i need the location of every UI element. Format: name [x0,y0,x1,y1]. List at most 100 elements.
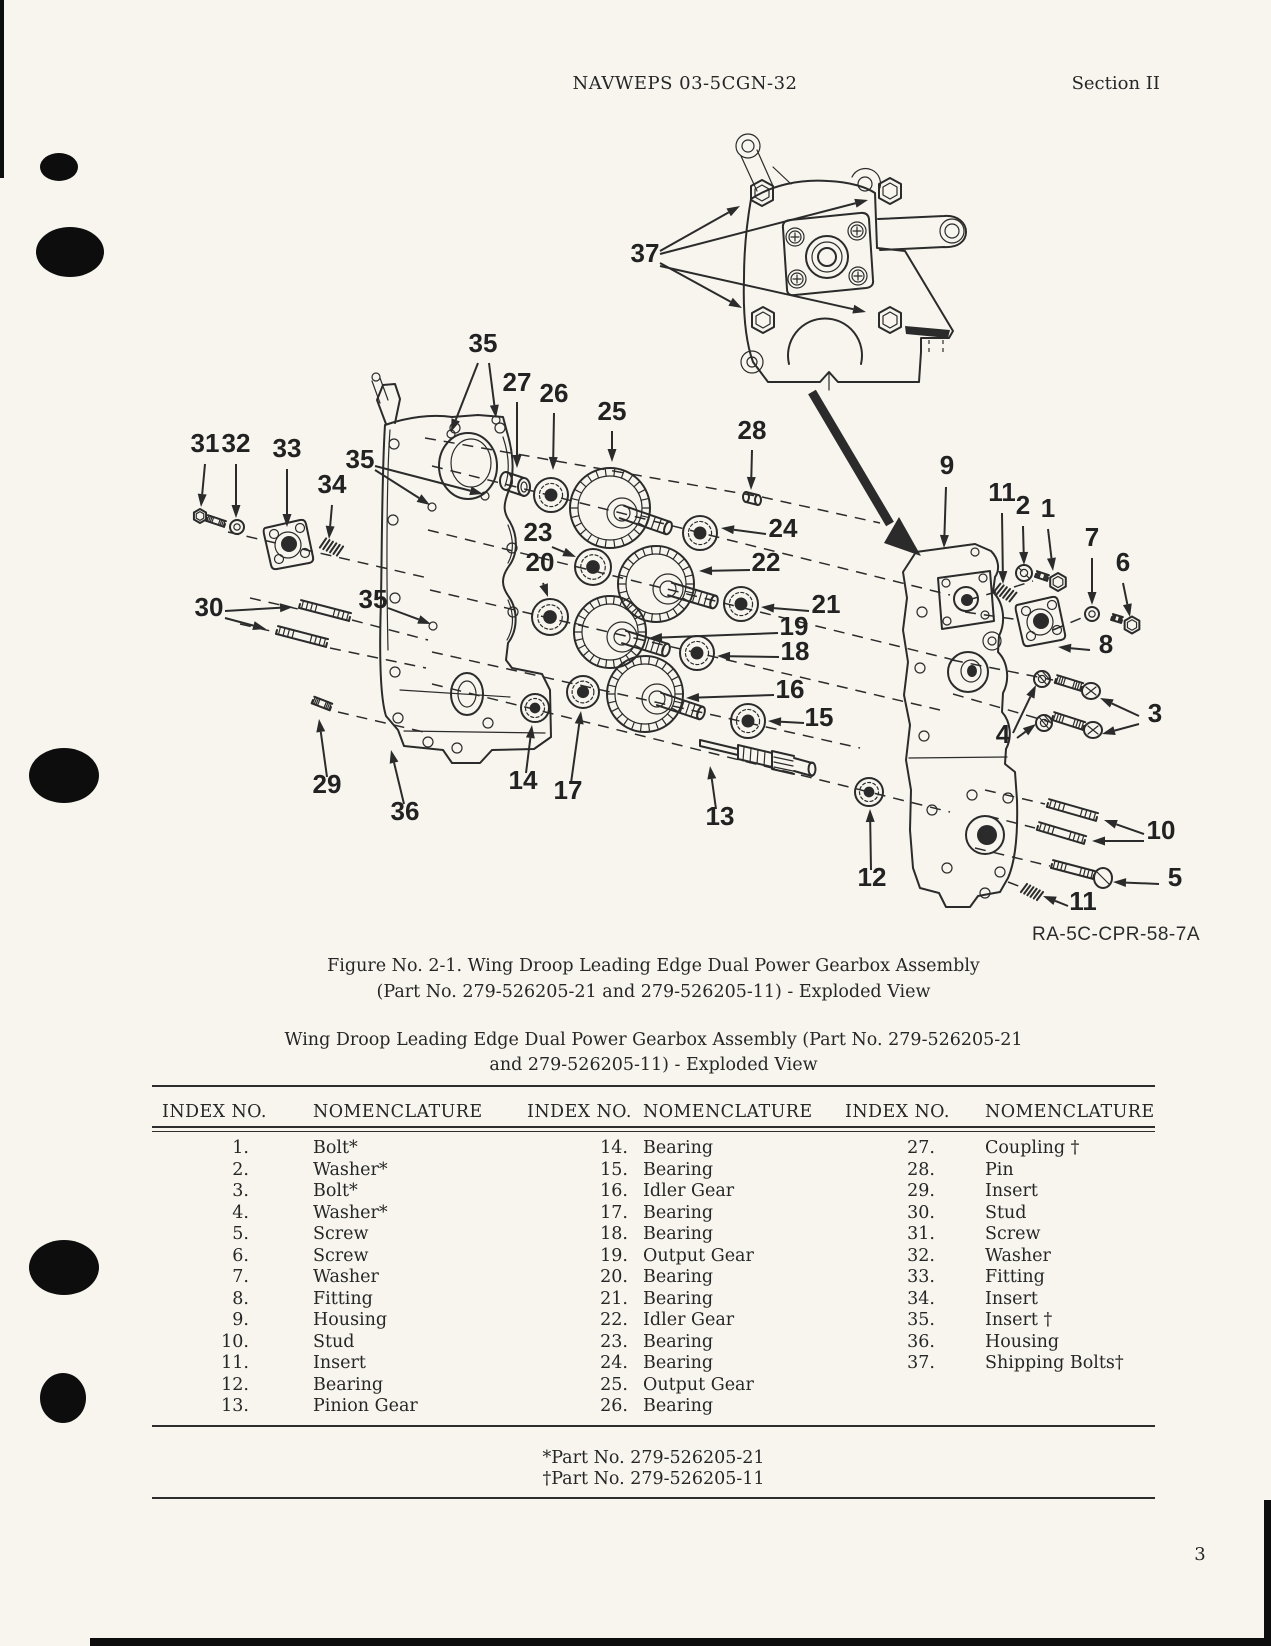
nomenclature-cell: Insert [313,1353,366,1373]
callout-arrowhead-icon [852,304,866,314]
index-cell: 19. [600,1245,628,1266]
document-number: NAVWEPS 03-5CGN-32 [572,73,798,94]
nomenclature-cell: Bearing [643,1396,714,1416]
callout-leader-line [659,265,854,311]
callout-arrowhead-icon [469,486,483,496]
callout-arrowhead-icon [389,750,399,764]
callout-leader-line [661,632,779,639]
callout-23: 23 [524,517,553,547]
nomenclature-cell: Bearing [643,1267,714,1287]
index-cell: 29. [907,1181,935,1201]
callout-21: 21 [812,589,841,619]
callout-arrowhead-icon [746,476,756,490]
nomenclature-cell: Output Gear [643,1374,754,1395]
callout-arrowhead-icon [1058,643,1072,653]
drawing-reference-number: RA-5C-CPR-58-7A [1032,924,1200,945]
index-cell: 33. [907,1267,935,1287]
callout-leader-line [224,617,254,627]
index-cell: 34. [907,1288,935,1309]
nomenclature-cell: Screw [985,1224,1041,1244]
nomenclature-cell: Bolt* [313,1138,358,1158]
exploded-view-diagram: 3731323334353535302936272625282423222120… [191,133,1182,916]
callout-leader-line [393,762,405,805]
callout-15: 15 [805,702,834,732]
callout-17: 17 [554,775,583,805]
index-cell: 14. [600,1138,628,1158]
callout-leader-line [1111,702,1140,717]
punch-hole-mark [29,1240,99,1295]
callout-arrowhead-icon [325,525,335,539]
callout-leader-line [551,546,565,553]
nomenclature-cell: Output Gear [643,1245,754,1266]
callout-leader-line [374,469,420,499]
callout-arrowhead-icon [768,717,782,727]
col-header-index-1: INDEX NO. [162,1102,267,1122]
punch-hole-mark [40,153,78,181]
index-cell: 13. [221,1396,249,1416]
callout-arrowhead-icon [854,198,868,208]
flange-screw-icon [785,221,868,289]
index-cell: 18. [600,1224,628,1244]
nomenclature-cell: Insert † [985,1310,1053,1330]
index-cell: 27. [907,1138,935,1158]
callout-arrowhead-icon [548,456,558,470]
index-cell: 17. [600,1202,628,1223]
index-cell: 28. [907,1159,935,1180]
nomenclature-cell: Stud [313,1331,355,1352]
callout-arrowhead-icon [686,693,700,703]
table-rule-final [152,1497,1155,1499]
callout-arrowhead-icon [451,418,460,432]
punch-hole-mark [36,227,104,277]
index-cell: 3. [232,1181,249,1201]
callout-leader-line [943,486,947,536]
callout-arrowhead-icon [1087,592,1097,605]
nomenclature-cell: Coupling † [985,1138,1080,1158]
nomenclature-cell: Bearing [643,1159,714,1180]
col-header-nomen-3: NOMENCLATURE [985,1102,1155,1122]
callout-6: 6 [1116,547,1130,577]
assembly-axis-lines [227,437,1087,888]
insert-location-icon [427,415,501,631]
callout-16: 16 [776,674,805,704]
gear-train-drawing [192,467,1141,902]
callout-leader-line [1047,528,1053,559]
callout-leader-line [729,655,780,658]
nomenclature-cell: Insert [985,1181,1038,1201]
callout-29: 29 [313,769,342,799]
callout-22: 22 [752,547,781,577]
callout-25: 25 [598,396,627,426]
callout-19: 19 [780,611,809,641]
figure-caption-line1: Figure No. 2-1. Wing Droop Leading Edge … [327,956,980,976]
callout-arrowhead-icon [489,404,499,418]
callout-35: 35 [469,328,498,358]
callout-27: 27 [503,367,532,397]
nomenclature-cell: Insert [985,1288,1038,1309]
callout-arrowhead-icon [197,493,207,507]
index-cell: 37. [907,1353,935,1373]
callout-leader-line [1054,899,1069,907]
nomenclature-cell: Housing [313,1310,388,1330]
footnote-part-21: *Part No. 279-526205-21 [542,1448,765,1468]
housing-9-drawing [902,543,1019,908]
index-cell: 20. [600,1267,628,1287]
callout-24: 24 [769,513,798,543]
callout-8: 8 [1099,629,1113,659]
callout-leader-line [542,582,545,586]
callout-arrowhead-icon [998,570,1008,584]
callout-leader-line [773,607,810,612]
nomenclature-cell: Pin [985,1159,1014,1180]
callout-arrowhead-icon [1092,836,1105,846]
callout-leader-line [1115,823,1145,835]
index-cell: 31. [907,1224,935,1244]
nomenclature-cell: Pinion Gear [313,1396,418,1416]
index-cell: 25. [600,1374,628,1395]
callout-32: 32 [222,428,251,458]
nomenclature-cell: Bolt* [313,1181,358,1201]
index-cell: 32. [907,1245,935,1266]
